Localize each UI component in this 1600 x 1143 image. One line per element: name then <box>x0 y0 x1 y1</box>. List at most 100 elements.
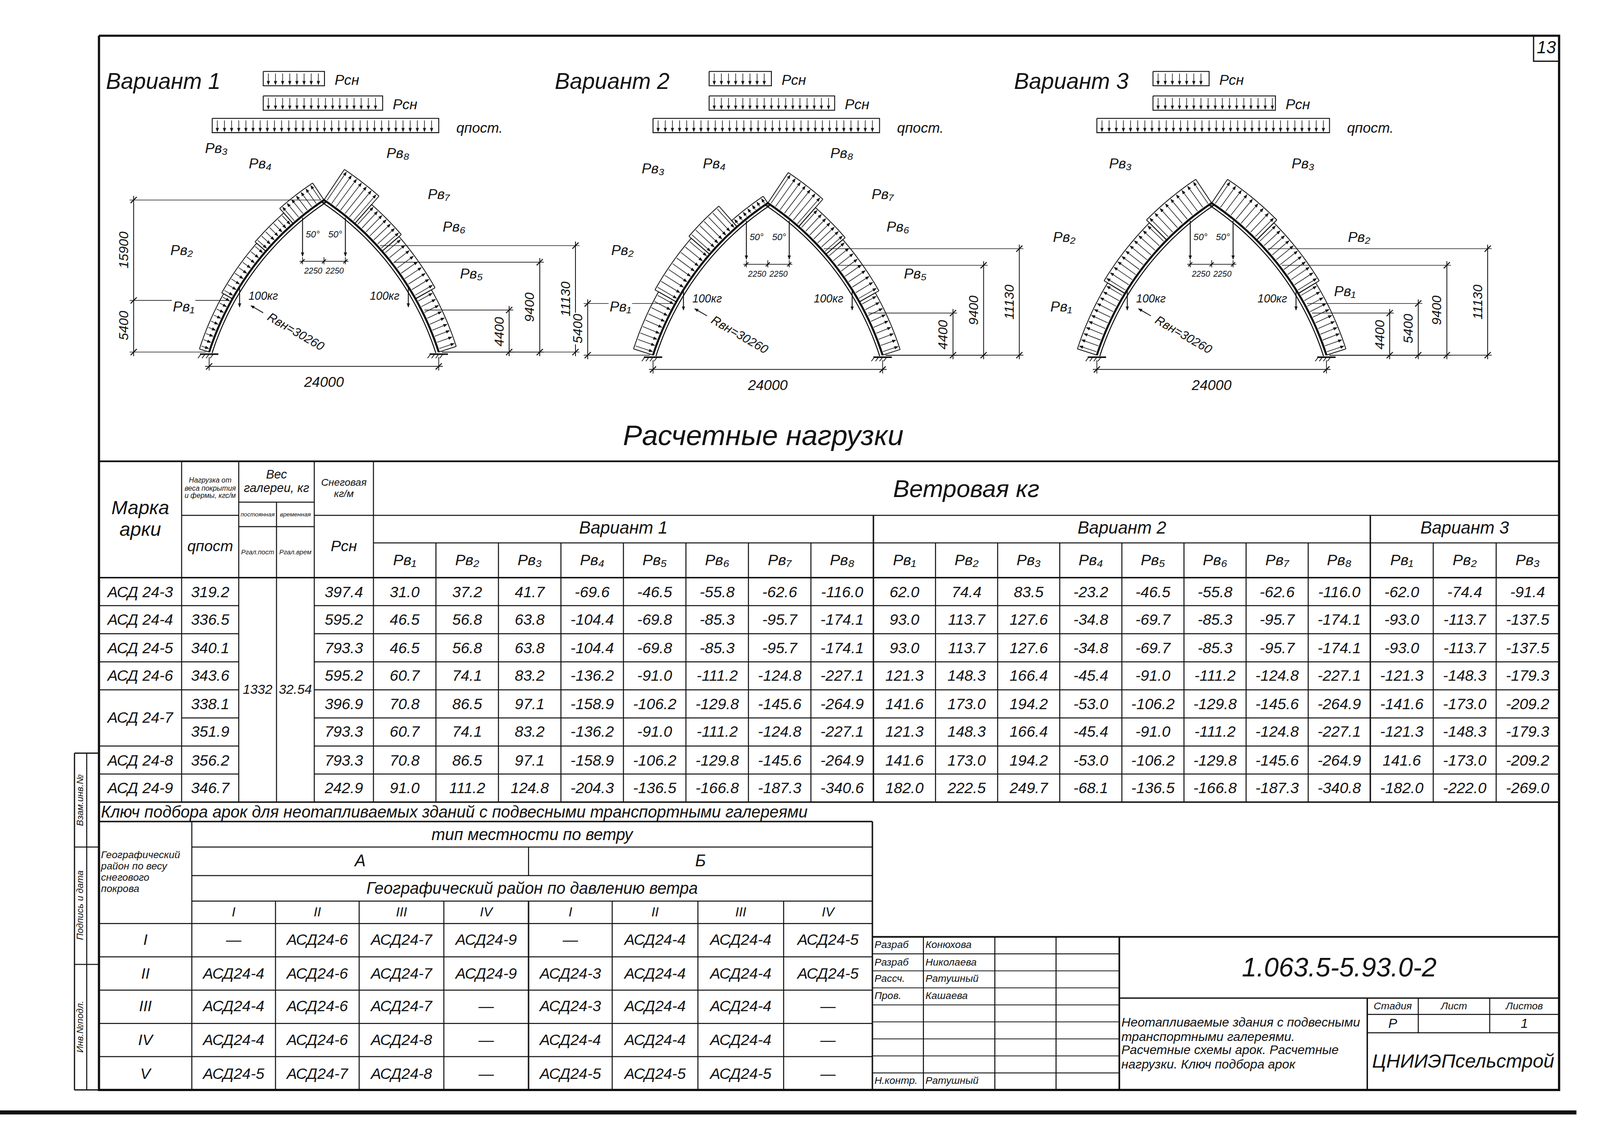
table-cell: -227.1 <box>1308 717 1371 746</box>
load-arrow <box>417 120 418 132</box>
load-arrow <box>799 97 801 110</box>
table-header-text: Pгал.пост <box>241 548 274 556</box>
wind-arrow <box>858 288 877 299</box>
load-arrow <box>850 120 852 132</box>
table-cell: -227.1 <box>811 717 874 746</box>
table-cell: 41.7 <box>498 577 561 606</box>
wind-arrow <box>213 315 221 319</box>
table-cell: -91.0 <box>1122 661 1185 690</box>
table-cell-text: -69.8 <box>637 639 673 657</box>
load-arrow <box>820 97 822 110</box>
table-cell: -340.8 <box>1308 774 1371 803</box>
table-header: Нагрузка от веса покрытия и фермы, кгс/м <box>181 461 239 516</box>
key-cell-text: АСД24-6 <box>286 998 348 1016</box>
table-cell: -116.0 <box>1308 577 1371 606</box>
load-arrow <box>1130 120 1131 132</box>
table-cell: -174.1 <box>811 633 874 662</box>
dimension-tick <box>343 259 348 264</box>
extension-line <box>438 357 440 371</box>
key-header-text: тип местности по ветру <box>431 825 633 844</box>
table-header-text: Pв₃ <box>517 551 543 569</box>
wind-diagram <box>312 182 325 200</box>
table-cell-text: -85.3 <box>1197 611 1233 629</box>
table-rule <box>181 773 239 775</box>
table-header-text: Pв₄ <box>579 551 605 569</box>
load-arrow <box>1144 120 1146 132</box>
table-cell-text: -173.0 <box>1442 695 1487 713</box>
extension-line <box>1312 312 1394 314</box>
table-header: qпост <box>181 515 239 578</box>
table-cell: -91.0 <box>1122 717 1185 746</box>
load-arrow <box>1157 73 1159 85</box>
table-rule <box>98 605 182 607</box>
wind-arrow <box>865 302 880 310</box>
key-cell: АСД24-9 <box>443 923 529 957</box>
load-arrow <box>765 120 766 132</box>
table-cell: -145.6 <box>1246 746 1309 775</box>
stamp-header-text: Лист <box>1440 1000 1467 1012</box>
load-arrow <box>245 120 246 132</box>
stamp-margin <box>74 752 76 1090</box>
table-cell-text: -340.8 <box>1317 779 1361 797</box>
load-arrow <box>353 97 355 110</box>
load-arrow <box>366 120 368 132</box>
table-header: постоянная <box>238 501 277 527</box>
organization-name-text: ЦНИИЭПсельстрой <box>1372 1050 1555 1072</box>
stamp-name-text: Кашаева <box>925 990 968 1002</box>
dimension-tick <box>1188 262 1193 267</box>
extension-line <box>837 264 988 266</box>
wind-arrow <box>1117 261 1137 275</box>
table-cell-text: 93.0 <box>889 611 920 629</box>
load-arrow <box>1257 97 1259 110</box>
load-arrow <box>1207 97 1209 110</box>
table-cell: -85.3 <box>686 605 749 634</box>
table-rule <box>98 820 873 822</box>
wind-diagram <box>688 236 710 255</box>
load-arrow <box>1228 97 1230 110</box>
wind-arrow <box>1276 245 1294 260</box>
drawing-label: Pв₃ <box>1108 156 1133 171</box>
table-cell: 793.3 <box>314 746 374 775</box>
wind-arrow <box>408 273 426 285</box>
wind-arrow <box>855 282 873 293</box>
table-cell-text: 74.1 <box>452 667 483 685</box>
table-rule <box>497 542 499 803</box>
table-rule <box>98 689 182 691</box>
wind-arrow <box>668 269 687 282</box>
key-cell-text: АСД24-9 <box>455 964 517 982</box>
table-rule <box>872 1021 1120 1023</box>
table-cell-text: 194.2 <box>1009 751 1049 769</box>
table-rule <box>98 745 182 747</box>
drawing-label: Pв₁ <box>171 298 196 314</box>
table-rule <box>997 542 998 803</box>
table-cell-text: -209.2 <box>1506 695 1550 713</box>
load-arrow <box>375 97 376 110</box>
support-hatch <box>1315 357 1319 362</box>
table-cell-text: -222.0 <box>1442 779 1487 797</box>
wind-arrow <box>261 236 271 245</box>
key-header-text: II <box>313 904 321 920</box>
extension-line <box>129 351 207 353</box>
table-cell-text: -68.1 <box>1073 779 1109 797</box>
key-header: тип местности по ветру <box>191 821 873 848</box>
table-cell-text: -136.5 <box>632 779 677 797</box>
key-cell: АСД24-3 <box>528 989 613 1024</box>
wind-arrow <box>873 320 889 328</box>
table-rule <box>98 922 873 924</box>
key-header-text: II <box>651 904 659 920</box>
table-cell-text: -264.9 <box>1317 695 1361 713</box>
table-cell-text: 97.1 <box>514 695 545 713</box>
table-cell-text: 70.8 <box>389 751 420 769</box>
load-arrow <box>714 97 715 110</box>
table-rule <box>922 936 924 1090</box>
stamp-role: Рассч. <box>872 970 924 988</box>
drawing-label: Pсн <box>1284 97 1312 112</box>
table-cell-text: -106.2 <box>632 695 677 713</box>
table-rule <box>358 900 360 1090</box>
load-arrow <box>764 73 765 85</box>
table-rule <box>98 1022 873 1024</box>
drawing-label: 50° <box>1192 233 1209 243</box>
wind-arrow <box>1147 225 1164 242</box>
wind-arrow <box>809 218 826 235</box>
load-arrow <box>764 97 765 110</box>
